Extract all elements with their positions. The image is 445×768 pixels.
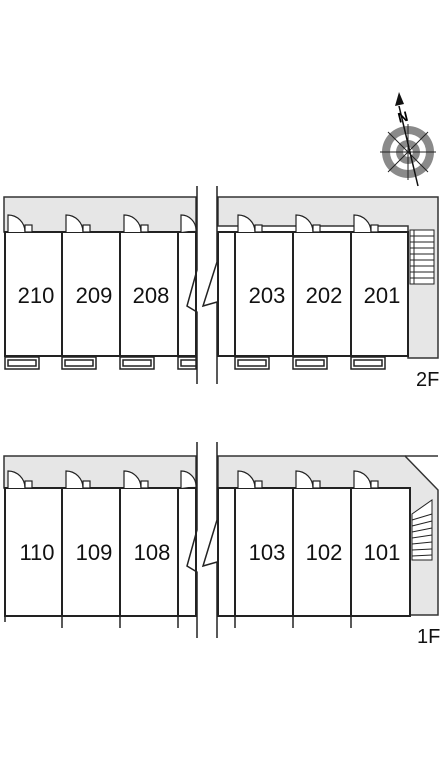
door-icon [180,470,197,488]
floor-1f: 110 109 108 103 102 101 1F [3,455,440,648]
unit-label: 210 [18,283,55,308]
unit-102 [292,487,352,617]
door-icon [24,480,33,489]
door-icon [254,224,263,233]
unit-210 [4,231,63,357]
unit-label: 101 [364,540,401,565]
door-icon [312,224,321,233]
unit-partial [217,487,236,617]
units-2f [4,231,409,357]
unit-109 [61,487,121,617]
unit-label: 203 [249,283,286,308]
unit-label: 109 [76,540,113,565]
doors-1f [7,470,379,489]
unit-209 [61,231,121,357]
door-icon [180,214,197,232]
unit-108 [119,487,179,617]
units-1f [4,487,411,617]
unit-label: 202 [306,283,343,308]
unit-label: 201 [364,283,401,308]
unit-label: 208 [133,283,170,308]
unit-label: 108 [134,540,171,565]
unit-partial [217,231,236,357]
unit-203 [234,231,294,357]
stair-icon [411,499,433,561]
door-icon [312,480,321,489]
floor-label: 2F [416,369,439,391]
door-icon [140,224,149,233]
door-icon [24,224,33,233]
unit-110 [4,487,63,617]
unit-partial [177,231,197,357]
doors-2f [7,214,379,233]
rear-wall-ticks-1f [4,616,352,628]
unit-208 [119,231,179,357]
door-icon [370,224,379,233]
door-icon [82,480,91,489]
balconies-2f [4,356,386,370]
unit-label: 209 [76,283,113,308]
door-icon [370,480,379,489]
stair-icon [409,229,435,285]
floor-label: 1F [417,626,440,648]
unit-201 [350,231,409,357]
compass-north-label: N [396,108,410,126]
unit-202 [292,231,352,357]
unit-partial [177,487,197,617]
unit-label: 103 [249,540,286,565]
break-line-1f [186,442,218,640]
unit-101 [350,487,411,617]
north-arrow-icon [395,92,404,106]
door-icon [82,224,91,233]
unit-label: 102 [306,540,343,565]
floor-2f: 210 209 208 203 202 201 2F [3,196,439,391]
unit-label: 110 [19,540,54,565]
door-icon [254,480,263,489]
compass-icon: N [380,92,436,187]
door-icon [140,480,149,489]
break-line-2f [186,186,218,386]
